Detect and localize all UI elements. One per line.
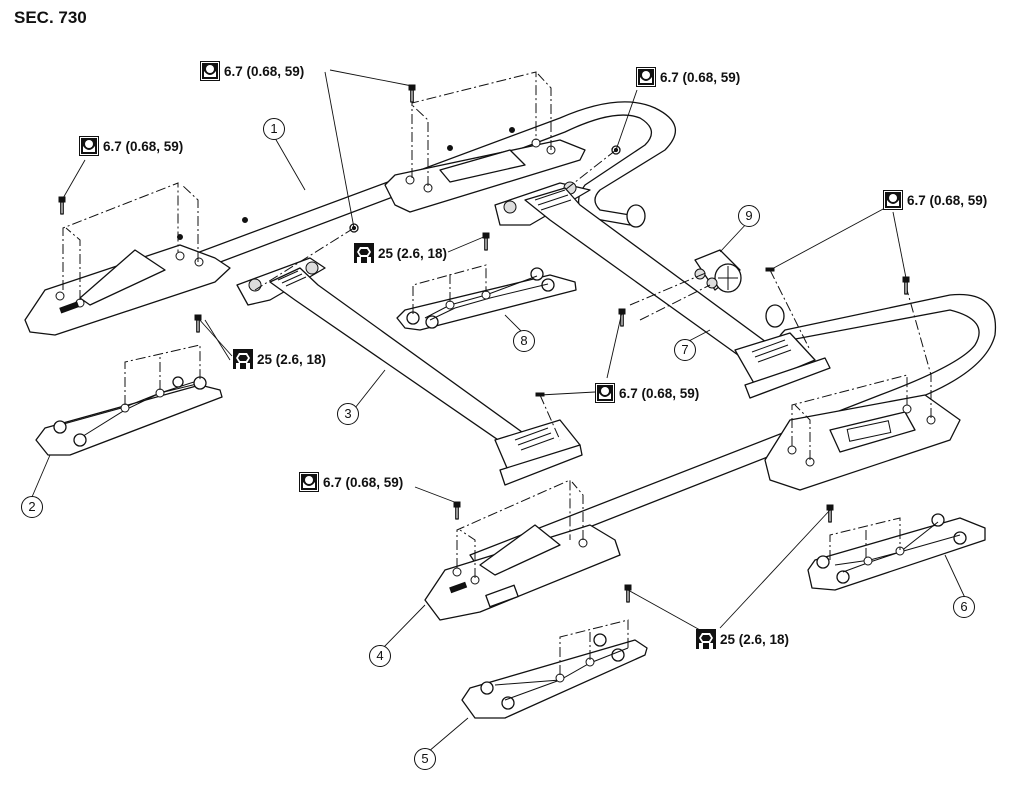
torque-value: 6.7 (0.68, 59) bbox=[660, 69, 741, 85]
rail-end-cover-front-center-part-4 bbox=[424, 524, 621, 621]
torque-spec-label: 6.7 (0.68, 59) bbox=[636, 67, 740, 87]
tightening-torque-icon bbox=[354, 243, 374, 263]
torque-spec-label: 25 (2.6, 18) bbox=[696, 629, 789, 649]
tightening-torque-icon bbox=[233, 349, 253, 369]
torque-value: 25 (2.6, 18) bbox=[720, 631, 790, 647]
torque-value: 6.7 (0.68, 59) bbox=[323, 474, 404, 490]
part-callout-6: 6 bbox=[953, 596, 975, 618]
part-callout-5: 5 bbox=[414, 748, 436, 770]
part-callout-9: 9 bbox=[738, 205, 760, 227]
part-callout-7: 7 bbox=[674, 339, 696, 361]
part-callout-8: 8 bbox=[513, 330, 535, 352]
torque-spec-label: 6.7 (0.68, 59) bbox=[79, 136, 183, 156]
torque-value: 6.7 (0.68, 59) bbox=[619, 385, 700, 401]
tightening-torque-icon bbox=[299, 472, 319, 492]
torque-spec-label: 25 (2.6, 18) bbox=[354, 243, 447, 263]
rail-end-cover-top-middle bbox=[384, 138, 586, 213]
clamp-part-9 bbox=[694, 249, 742, 293]
cross-bar-rear-part-7 bbox=[494, 181, 831, 399]
torque-value: 6.7 (0.68, 59) bbox=[103, 138, 184, 154]
torque-spec-label: 6.7 (0.68, 59) bbox=[883, 190, 987, 210]
rail-end-cover-front-left bbox=[24, 244, 231, 336]
tightening-torque-icon bbox=[636, 67, 656, 87]
torque-spec-label: 6.7 (0.68, 59) bbox=[299, 472, 403, 492]
base-plate-part-5 bbox=[461, 633, 648, 719]
torque-spec-label: 6.7 (0.68, 59) bbox=[200, 61, 304, 81]
tightening-torque-icon bbox=[200, 61, 220, 81]
base-plate-part-8 bbox=[396, 267, 577, 331]
section-label: SEC. 730 bbox=[14, 8, 87, 27]
part-callout-2: 2 bbox=[21, 496, 43, 518]
torque-value: 25 (2.6, 18) bbox=[257, 351, 327, 367]
torque-spec-label: 25 (2.6, 18) bbox=[233, 349, 326, 369]
tightening-torque-icon bbox=[883, 190, 903, 210]
base-plate-part-6 bbox=[807, 513, 986, 591]
part-callout-1: 1 bbox=[263, 118, 285, 140]
torque-value: 6.7 (0.68, 59) bbox=[907, 192, 988, 208]
part-callout-4: 4 bbox=[369, 645, 391, 667]
tightening-torque-icon bbox=[696, 629, 716, 649]
torque-spec-label: 6.7 (0.68, 59) bbox=[595, 383, 699, 403]
torque-value: 6.7 (0.68, 59) bbox=[224, 63, 305, 79]
tightening-torque-icon bbox=[79, 136, 99, 156]
tightening-torque-icon bbox=[595, 383, 615, 403]
part-callout-3: 3 bbox=[337, 403, 359, 425]
torque-value: 25 (2.6, 18) bbox=[378, 245, 448, 261]
base-plate-part-2 bbox=[35, 376, 223, 456]
